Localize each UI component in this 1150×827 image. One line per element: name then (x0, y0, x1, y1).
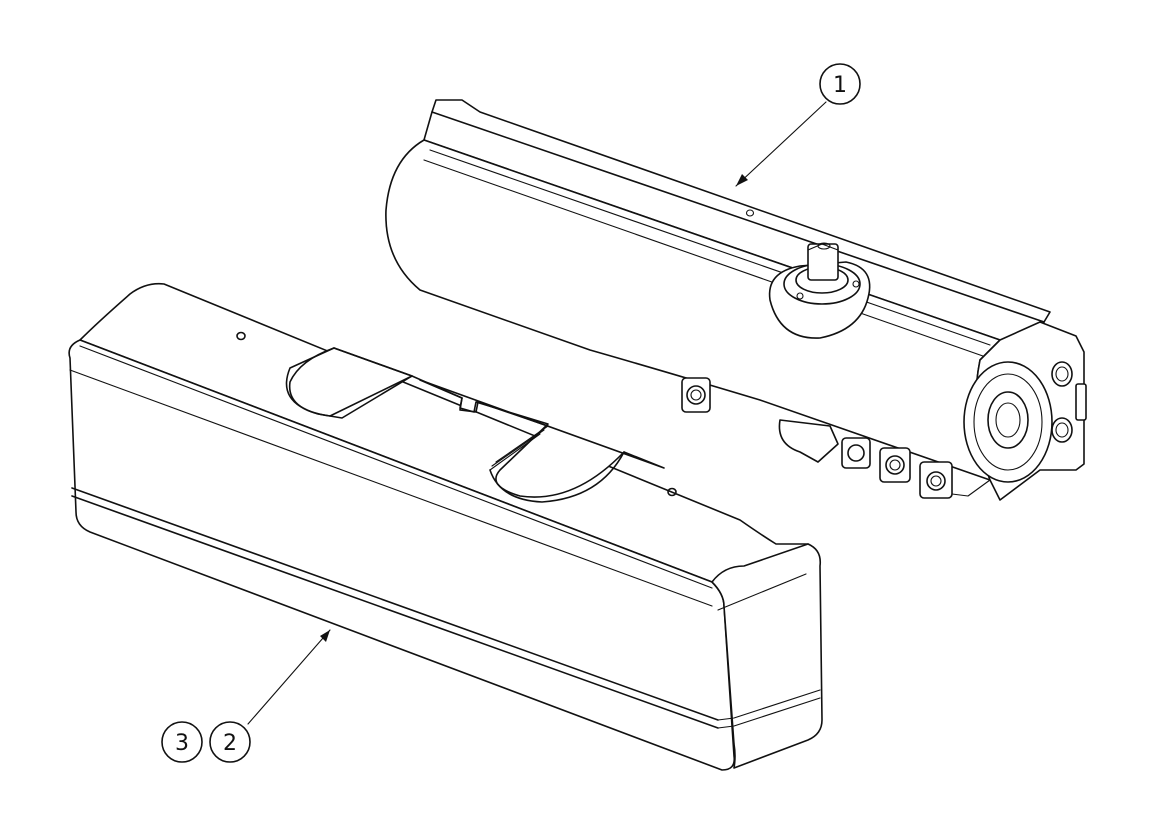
cover-seam (71, 487, 719, 721)
callout-label-2: 2 (223, 731, 237, 756)
valve-screw (879, 447, 911, 483)
callout-circle-3 (161, 721, 203, 763)
cover-end-face (711, 543, 823, 769)
cover-hole (667, 487, 677, 497)
arrowhead-1 (736, 174, 748, 186)
callout-circle-1 (819, 63, 861, 105)
callout-1: 1 (735, 63, 861, 187)
cover-hole (236, 331, 246, 341)
leader-line-1 (735, 101, 827, 187)
callout-circle-2 (209, 721, 251, 763)
cover-cutout (285, 347, 665, 503)
valve-screw (681, 377, 711, 413)
body-top-hole (745, 209, 755, 217)
callout-label-3: 3 (175, 731, 189, 756)
callout-2-3: 3 2 (161, 629, 331, 763)
callout-label-1: 1 (833, 73, 847, 98)
leader-line-2 (247, 629, 331, 725)
valve-screw (919, 461, 953, 499)
door-closer-body (385, 99, 1087, 501)
arrowhead-2 (320, 630, 330, 642)
pinion-boss (768, 242, 871, 339)
cover-front-face (68, 339, 736, 771)
closer-cover (68, 282, 823, 771)
body-end-plate (963, 321, 1087, 501)
valve-screw (778, 419, 871, 469)
